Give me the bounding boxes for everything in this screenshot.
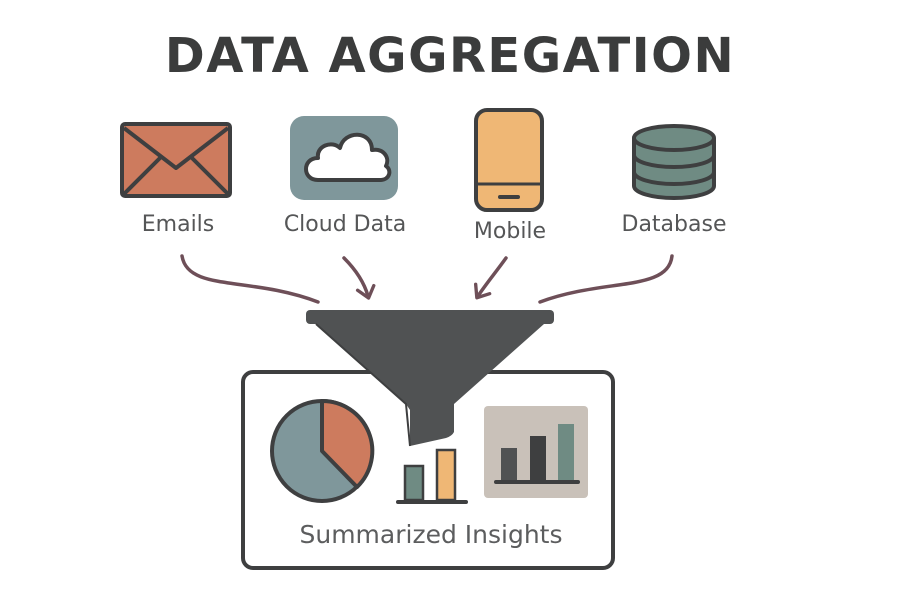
pie-chart-icon [270,398,375,503]
arrow-mobile [473,256,508,300]
source-label-database: Database [621,212,727,237]
bar-chart-icon [396,448,468,504]
source-label-emails: Emails [141,212,215,237]
arrow-emails [180,254,320,304]
database-icon [632,124,716,200]
mobile-phone-icon [474,108,544,212]
bar-chart-panel-icon [484,406,588,498]
envelope-icon [120,122,232,198]
arrow-cloud-data [342,256,376,300]
page-title: DATA AGGREGATION [164,28,736,84]
source-label-mobile: Mobile [473,219,547,244]
insights-label: Summarized Insights [299,520,563,549]
source-label-cloud-data: Cloud Data [283,212,407,237]
arrow-database [538,254,674,304]
cloud-icon [290,116,398,200]
funnel-icon [306,310,554,447]
